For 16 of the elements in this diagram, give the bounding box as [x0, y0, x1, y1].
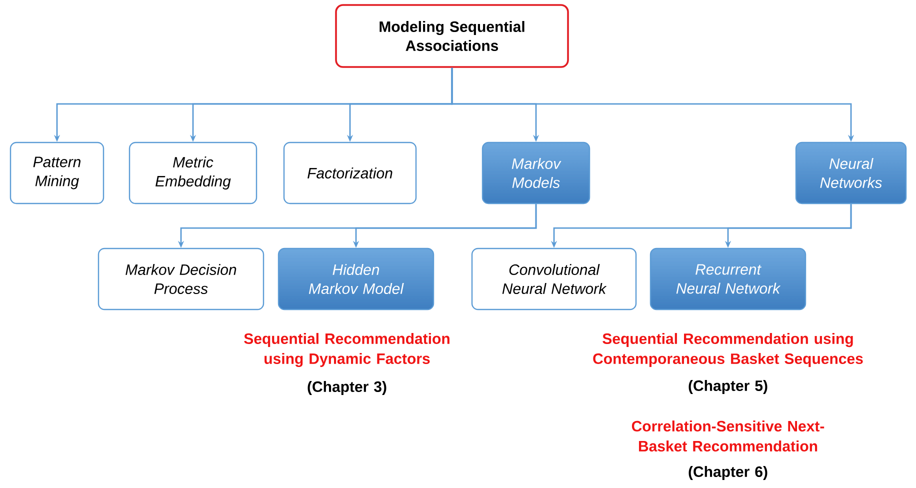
chapter-title: Sequential Recommendation using Dynamic Factors [244, 332, 450, 368]
category-box: Markov Decision Process [98, 248, 264, 310]
category-box: Convolutional Neural Network [471, 248, 637, 310]
root-box: Modeling Sequential Associations [335, 4, 569, 68]
category-box: Recurrent Neural Network [650, 248, 806, 310]
category-box: Pattern Mining [10, 142, 104, 204]
category-box: Hidden Markov Model [278, 248, 434, 310]
category-box: Factorization [283, 142, 417, 204]
category-box: Neural Networks [795, 142, 907, 204]
chapter-number: (Chapter 5) [688, 380, 768, 394]
chapter-number: (Chapter 3) [308, 381, 386, 395]
chapter-title: Correlation-Sensitive Next-Basket Recommendation [632, 420, 824, 452]
category-box: Metric Embedding [128, 142, 258, 204]
chapter-title: Sequential Recommendation using Contemporaneous Basket Sequences [593, 333, 863, 367]
chapter-number: (Chapter 6) [688, 466, 768, 480]
category-box: Markov Models [482, 142, 590, 204]
